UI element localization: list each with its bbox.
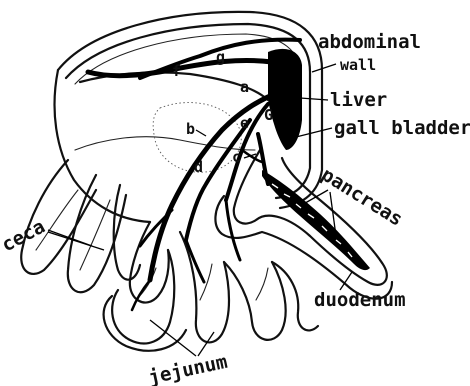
- label-a: a: [240, 78, 249, 96]
- label-jejunum: jejunum: [146, 351, 229, 386]
- label-duodenum: duodenum: [314, 289, 406, 311]
- label-abdominal: abdominal: [318, 31, 421, 53]
- label-g-lower: g: [216, 48, 225, 66]
- label-G: G: [264, 106, 273, 124]
- label-wall: wall: [340, 56, 376, 74]
- duodenum-shape: [215, 150, 392, 299]
- label-f: f: [172, 62, 181, 80]
- label-e: e: [240, 114, 249, 132]
- label-gall-bladder: gall bladder: [334, 117, 470, 139]
- pointer-b: [196, 130, 206, 136]
- label-liver: liver: [330, 89, 387, 111]
- pointer-jejunum-2: [198, 332, 214, 356]
- pointer-abdominal-wall: [312, 64, 336, 72]
- label-b: b: [186, 120, 195, 138]
- pointer-liver: [300, 98, 328, 100]
- label-c: c: [232, 148, 241, 166]
- label-ceca: ceca: [0, 216, 49, 257]
- label-d: d: [194, 158, 203, 176]
